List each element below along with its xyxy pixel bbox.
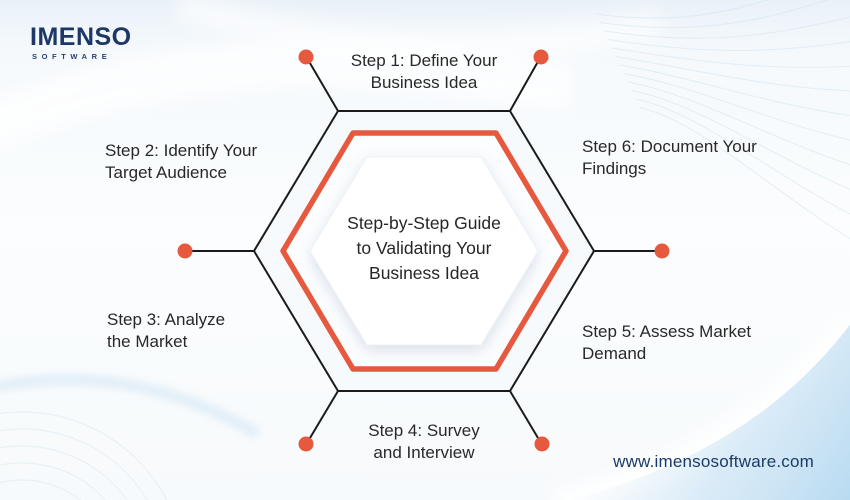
spoke-bottom-right	[509, 390, 542, 444]
connector-lines	[185, 57, 662, 444]
white-sweep-curve	[175, 0, 663, 60]
node-dot-step5	[654, 243, 670, 259]
step-6-line-2: Findings	[582, 159, 647, 178]
wave-line	[623, 73, 850, 141]
step-label-5: Step 5: Assess Market Demand	[582, 321, 751, 365]
center-title-line-3: Business Idea	[369, 263, 479, 283]
wave-line	[619, 64, 850, 116]
center-title-line-2: to Validating Your	[356, 238, 492, 258]
node-dot-step3	[298, 436, 314, 452]
step-5-line-1: Step 5: Assess Market	[582, 322, 752, 341]
step-label-2: Step 2: Identify Your Target Audience	[105, 140, 257, 184]
wave-line	[599, 0, 829, 29]
node-dot-step2	[177, 243, 193, 259]
step-label-3: Step 3: Analyze the Market	[107, 309, 225, 353]
soft-band-curve	[0, 374, 261, 439]
corner-ripple-arcs	[0, 411, 168, 500]
ripple-arc	[0, 411, 168, 500]
spoke-step6-top	[509, 57, 541, 112]
wave-line	[611, 47, 850, 68]
wave-line	[627, 81, 850, 166]
step-3-line-1: Step 3: Analyze	[107, 310, 226, 329]
step-2-line-1: Step 2: Identify Your	[105, 141, 258, 160]
spoke-step1-left	[306, 57, 339, 112]
brand-tagline: SOFTWARE	[32, 52, 112, 61]
wave-line	[615, 56, 850, 92]
node-dot-step4	[534, 436, 550, 452]
ripple-arc	[0, 428, 148, 500]
ripple-arc	[0, 479, 82, 500]
wave-line-fan	[595, 0, 850, 240]
wave-line	[631, 90, 850, 190]
step-1-line-1: Step 1: Define Your	[350, 51, 498, 70]
wave-line	[635, 98, 850, 215]
step-label-1: Step 1: Define Your Business Idea	[351, 50, 498, 94]
brand-name: IMENSO	[30, 23, 132, 51]
step-2-line-2: Target Audience	[105, 163, 227, 182]
step-6-line-1: Step 6: Document Your	[582, 137, 757, 156]
center-title-line-1: Step-by-Step Guide	[347, 213, 501, 233]
node-dot-step1	[298, 49, 314, 65]
node-dots	[177, 49, 670, 452]
website-link[interactable]: www.imensosoftware.com	[613, 452, 814, 471]
step-3-line-2: the Market	[107, 332, 188, 351]
step-1-line-2: Business Idea	[370, 73, 478, 92]
spoke-bottom-left	[306, 390, 339, 444]
ripple-arc	[0, 445, 128, 500]
inner-hexagon	[309, 156, 539, 346]
wave-line	[603, 16, 850, 39]
ripple-arc	[0, 462, 106, 500]
step-4-line-1: Step 4: Survey	[368, 421, 480, 440]
brand-logo: IMENSO SOFTWARE	[30, 23, 132, 62]
step-label-4: Step 4: Survey and Interview	[368, 420, 480, 464]
step-5-line-2: Demand	[582, 344, 647, 363]
white-sweep-curve	[0, 40, 574, 147]
wave-line	[607, 39, 850, 51]
wave-line	[639, 107, 850, 240]
node-dot-step6	[533, 49, 549, 65]
step-4-line-2: and Interview	[373, 443, 475, 462]
step-label-6: Step 6: Document Your Findings	[582, 136, 757, 180]
wave-line	[595, 0, 769, 19]
center-title: Step-by-Step Guide to Validating Your Bu…	[347, 211, 501, 286]
corner-blue-shape	[571, 324, 850, 500]
